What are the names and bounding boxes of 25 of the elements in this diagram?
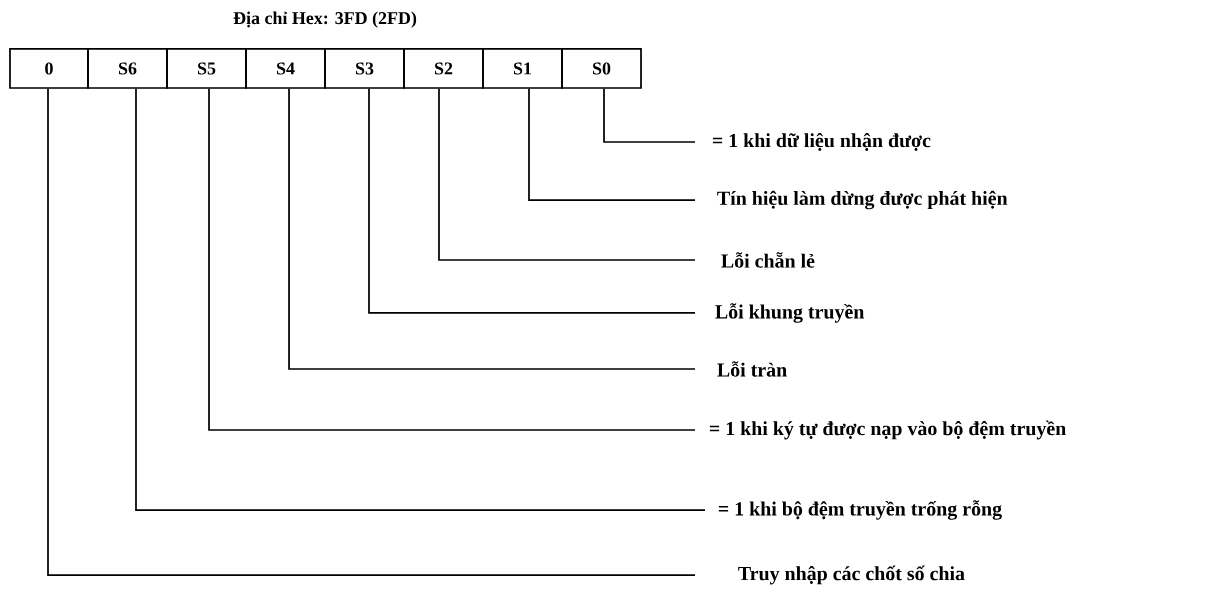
bit-description: Lỗi chẵn lẻ — [721, 252, 815, 268]
register-cell: S1 — [482, 48, 563, 89]
bit-description: Tín hiệu làm dừng được phát hiện — [717, 190, 1008, 210]
leader-line — [528, 88, 696, 201]
leader-line — [135, 88, 706, 511]
register-cell: S3 — [324, 48, 405, 89]
register-cell: S4 — [245, 48, 326, 89]
bit-description: Lỗi khung truyền — [715, 303, 865, 323]
leader-line — [368, 88, 696, 314]
leader-line — [438, 88, 696, 261]
leader-line — [288, 88, 696, 370]
title: Địa chỉ Hex: 3FD (2FD) — [233, 11, 417, 28]
bit-description: Truy nhập các chốt số chia — [738, 565, 965, 585]
register-cell: S6 — [87, 48, 168, 89]
bit-description: = 1 khi bộ đệm truyền trống rỗng — [718, 500, 1002, 520]
register-cell: S5 — [166, 48, 247, 89]
bit-description: = 1 khi ký tự được nạp vào bộ đệm truyền — [709, 420, 1066, 440]
leader-line — [47, 88, 696, 576]
bit-description: = 1 khi dữ liệu nhận được — [712, 133, 931, 151]
register-cell: 0 — [9, 48, 89, 89]
register-cell: S0 — [561, 48, 642, 89]
leader-line — [208, 88, 696, 431]
register-cell: S2 — [403, 48, 484, 89]
leader-line — [603, 88, 696, 143]
bit-description: Lỗi tràn — [717, 361, 787, 377]
